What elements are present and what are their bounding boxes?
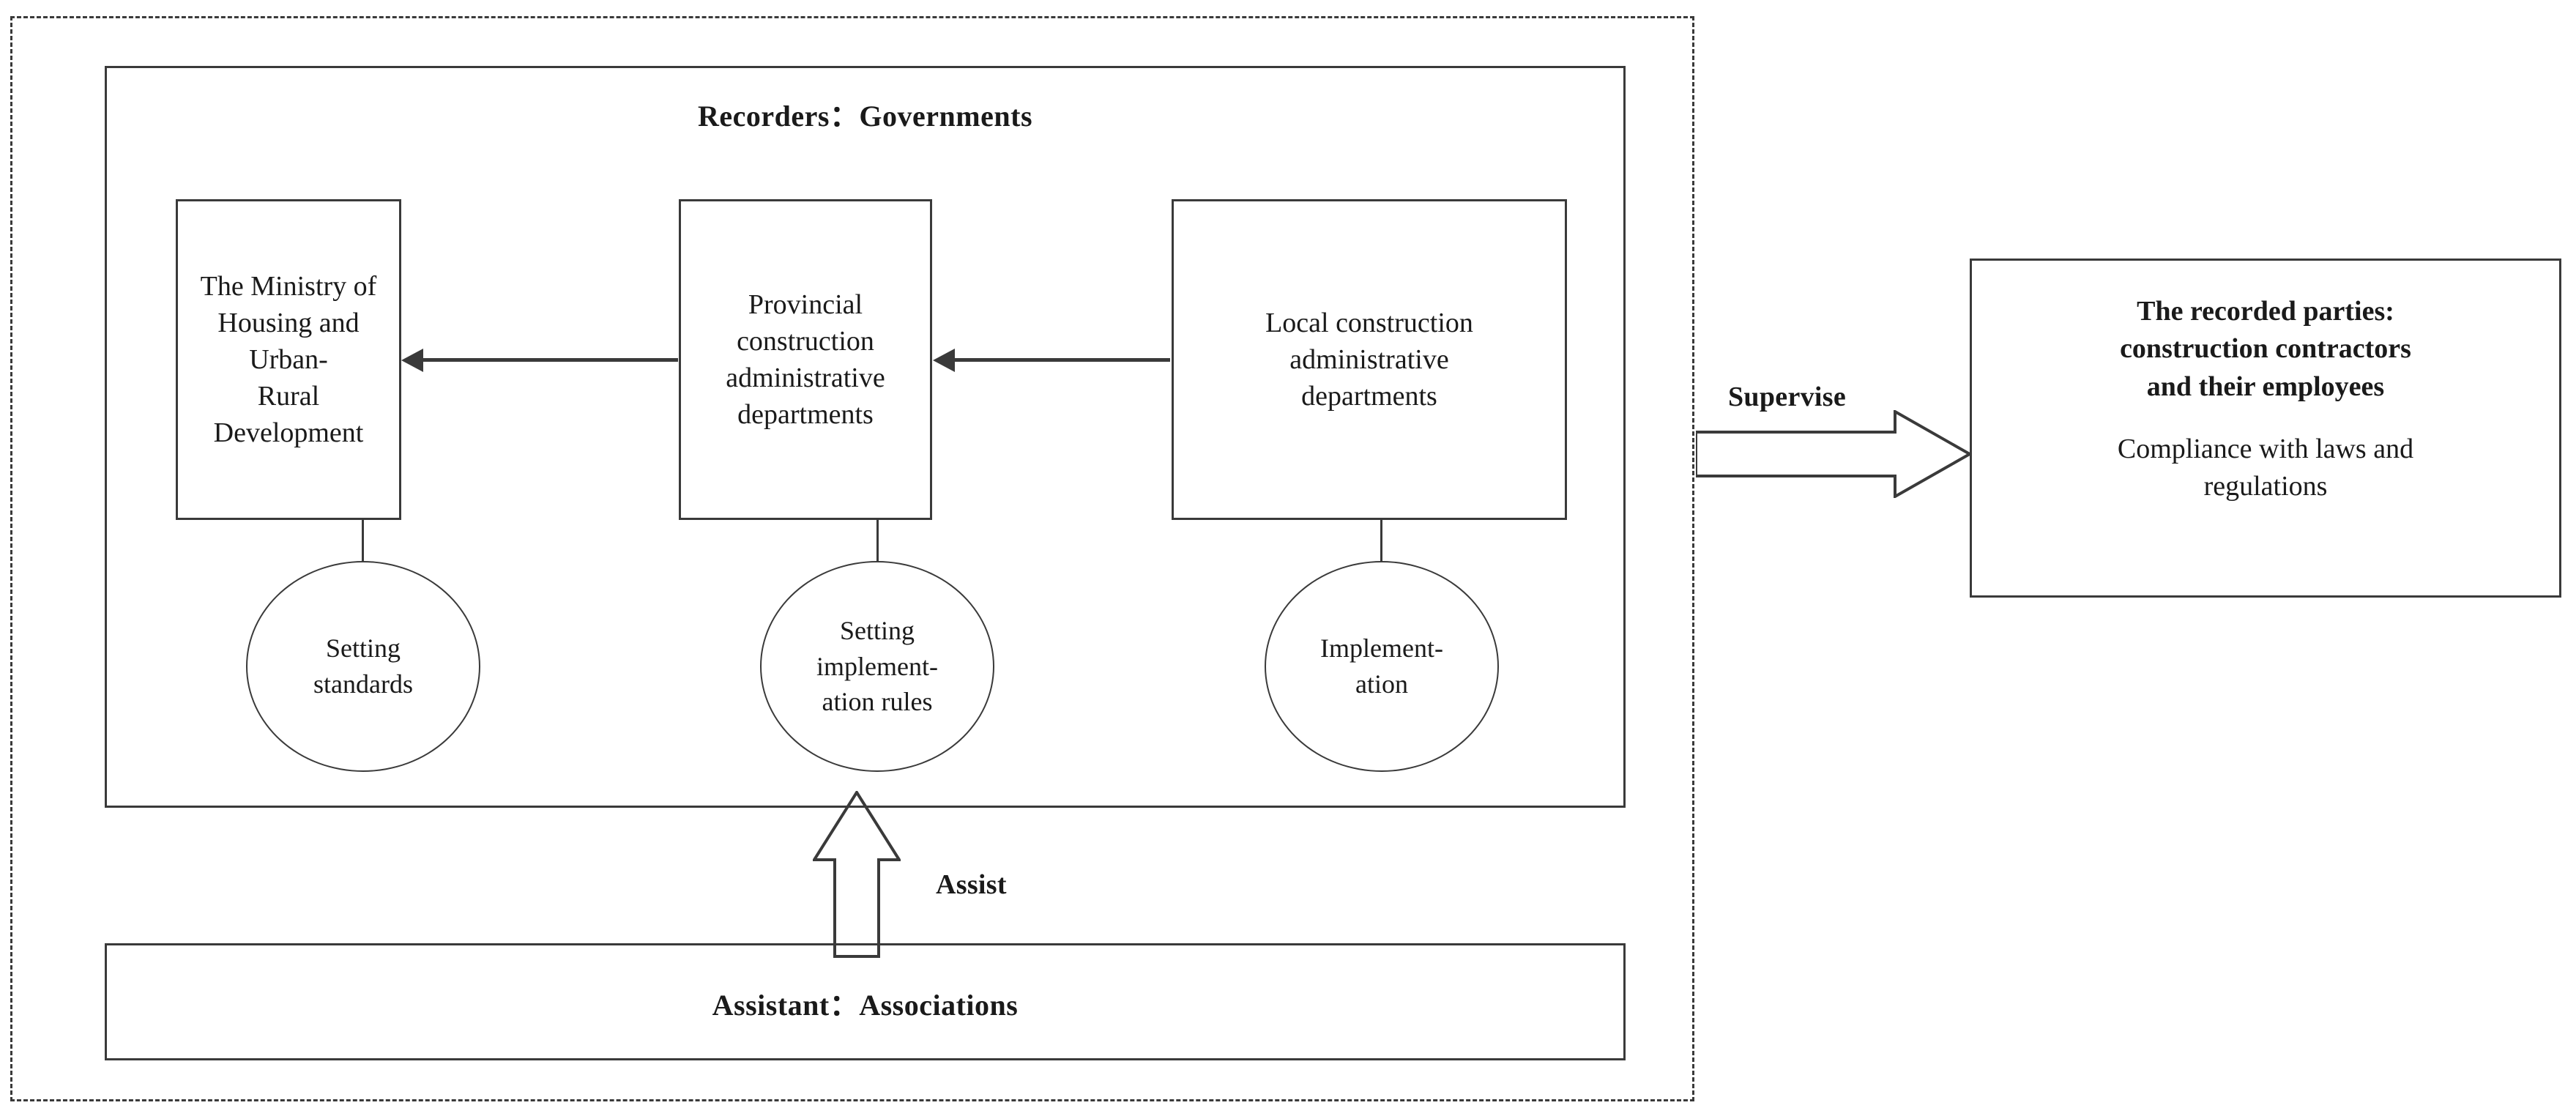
- circle-setting-standards-line-1: Setting: [325, 633, 401, 663]
- gov-box-ministry: The Ministry of Housing and Urban- Rural…: [176, 199, 401, 520]
- gov-box-provincial-line-1: Provincial: [748, 289, 863, 320]
- assist-block-arrow-icon: [813, 791, 901, 958]
- gov-box-local-line-2: administrative: [1289, 343, 1449, 375]
- recorded-parties-heading-line-1: The recorded parties:: [2137, 296, 2394, 327]
- circle-setting-standards-line-2: standards: [313, 669, 413, 699]
- connector-provincial-to-rules: [876, 520, 879, 562]
- gov-box-local-line-1: Local construction: [1265, 307, 1473, 338]
- gov-box-provincial-label: Provincial construction administrative d…: [726, 286, 885, 434]
- gov-box-ministry-line-1: The Ministry of: [200, 270, 377, 302]
- gov-box-provincial-line-4: departments: [737, 399, 874, 431]
- gov-box-provincial: Provincial construction administrative d…: [679, 199, 932, 520]
- recorded-parties-heading-line-3: and their employees: [2146, 371, 2385, 402]
- gov-box-ministry-label: The Ministry of Housing and Urban- Rural…: [185, 268, 392, 452]
- circle-implementation-line-2: ation: [1355, 669, 1408, 699]
- arrow-provincial-to-ministry: [420, 358, 678, 362]
- gov-box-local-label: Local construction administrative depart…: [1265, 305, 1473, 414]
- circle-implementation: Implement- ation: [1265, 561, 1499, 772]
- connector-local-to-implementation: [1380, 520, 1382, 562]
- system-boundary-dashed: [10, 16, 1694, 1101]
- circle-setting-standards-label: Setting standards: [313, 631, 413, 702]
- circle-setting-standards: Setting standards: [246, 561, 480, 772]
- recorders-title: Recorders：Governments: [697, 100, 1033, 133]
- recorded-parties-text: The recorded parties: construction contr…: [1989, 293, 2542, 505]
- supervise-block-arrow-icon: [1696, 410, 1971, 498]
- connector-ministry-to-standards: [362, 520, 364, 562]
- circle-rules-line-2: implement-: [816, 651, 938, 681]
- recorded-parties-body: Compliance with laws and regulations: [1989, 431, 2542, 506]
- supervise-label: Supervise: [1728, 382, 1847, 412]
- circle-rules-line-1: Setting: [839, 616, 915, 646]
- circle-implementation-line-1: Implement-: [1320, 633, 1443, 663]
- gov-box-ministry-line-2: Housing and Urban-: [217, 307, 360, 375]
- assistant-container: [105, 943, 1626, 1060]
- assist-label: Assist: [936, 869, 1007, 900]
- gov-box-local: Local construction administrative depart…: [1172, 199, 1567, 520]
- circle-implementation-label: Implement- ation: [1320, 631, 1443, 702]
- arrow-local-to-provincial: [952, 358, 1170, 362]
- recorded-parties-body-line-1: Compliance with laws and: [2117, 433, 2414, 464]
- recorded-parties-container: [1970, 259, 2561, 598]
- gov-box-local-line-3: departments: [1301, 381, 1437, 412]
- assistant-title: Assistant：Associations: [712, 989, 1019, 1022]
- circle-setting-implementation-rules: Setting implement- ation rules: [760, 561, 994, 772]
- recorded-parties-heading-line-2: construction contractors: [2120, 333, 2411, 365]
- gov-box-ministry-line-3: Rural Development: [213, 381, 364, 449]
- gov-box-provincial-line-2: construction: [737, 325, 874, 357]
- recorded-parties-heading: The recorded parties: construction contr…: [1989, 293, 2542, 406]
- gov-box-provincial-line-3: administrative: [726, 363, 885, 393]
- circle-setting-implementation-rules-label: Setting implement- ation rules: [816, 613, 938, 720]
- recorded-parties-body-line-2: regulations: [2203, 471, 2328, 502]
- circle-rules-line-3: ation rules: [822, 687, 933, 717]
